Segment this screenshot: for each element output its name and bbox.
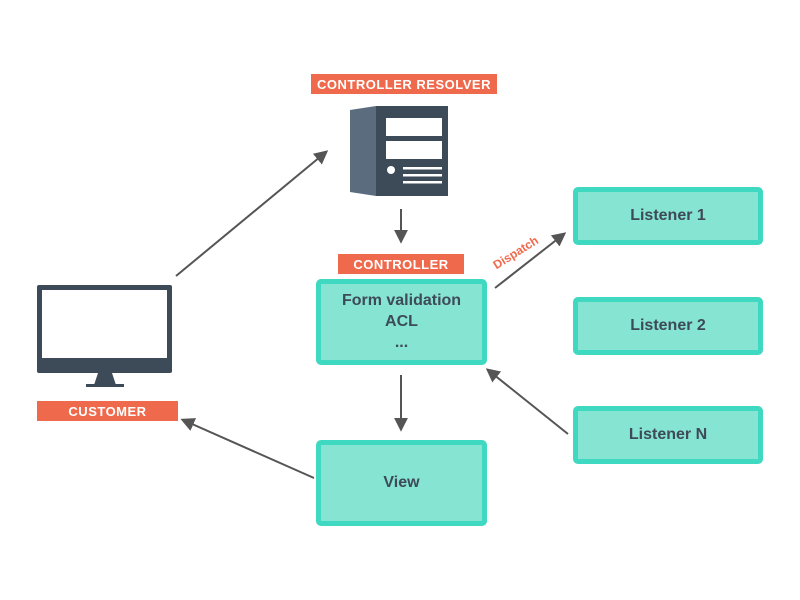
controller-line-form-validation: Form validation (341, 292, 462, 309)
listener-2-box: Listener 2 (573, 297, 763, 355)
arrow-customer-to-resolver (175, 150, 329, 277)
controller-box: Form validation ACL ... (316, 279, 487, 365)
view-box: View (316, 440, 487, 526)
arrow-dispatch-to-listener (494, 232, 567, 289)
server-icon (350, 106, 448, 196)
listener-n-label: Listener N (628, 426, 708, 443)
arrow-listener-to-controller (485, 368, 569, 435)
listener-2-label: Listener 2 (630, 317, 706, 334)
view-label: View (383, 474, 420, 491)
controller-resolver-label: CONTROLLER RESOLVER (311, 74, 497, 94)
controller-line-ellipsis: ... (394, 334, 409, 351)
arrow-view-to-customer (180, 418, 315, 479)
monitor-icon (37, 285, 172, 387)
customer-label: CUSTOMER (37, 401, 178, 421)
controller-label: CONTROLLER (338, 254, 464, 274)
listener-1-box: Listener 1 (573, 187, 763, 245)
controller-line-acl: ACL (385, 313, 418, 330)
listener-1-label: Listener 1 (630, 207, 706, 224)
listener-n-box: Listener N (573, 406, 763, 464)
